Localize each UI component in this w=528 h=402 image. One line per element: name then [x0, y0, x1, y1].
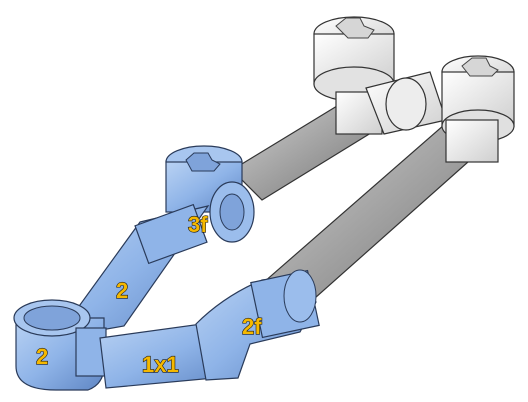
label-pipe-left-lower: 2 — [36, 344, 48, 369]
label-tee-3f: 3f — [188, 212, 208, 237]
white-tee-right — [442, 56, 514, 162]
label-pipe-left-upper: 2 — [116, 278, 128, 303]
label-pipe-bottom: 1x1 — [142, 352, 179, 377]
label-elbow-2f: 2f — [242, 314, 262, 339]
